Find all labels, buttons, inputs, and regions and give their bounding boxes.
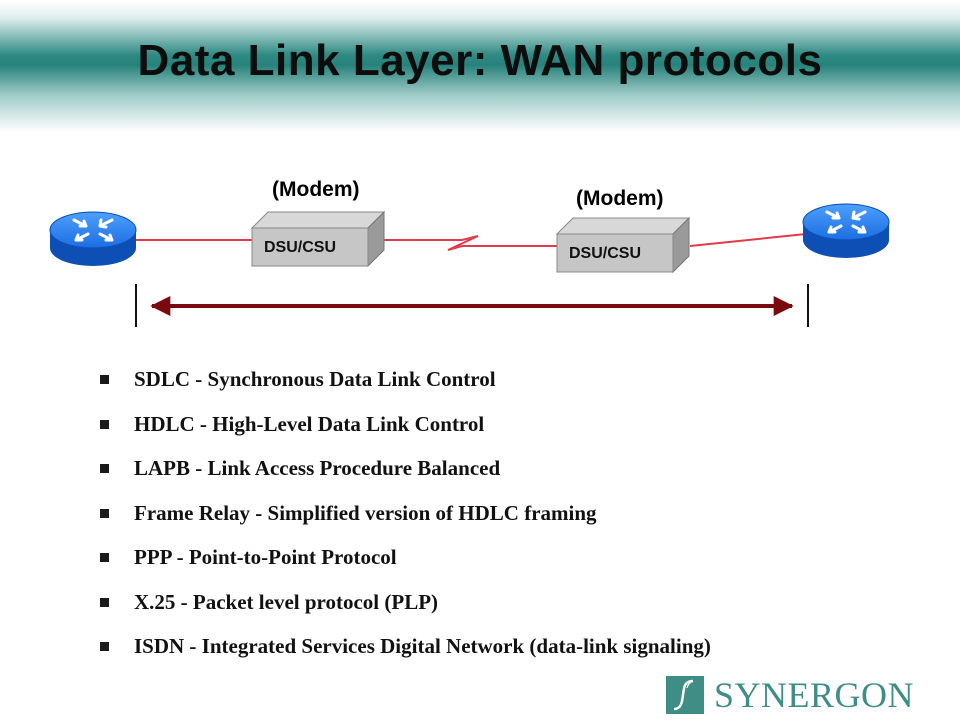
bullet-icon — [100, 597, 109, 607]
bullet-icon — [100, 642, 109, 651]
page-title: Data Link Layer: WAN protocols — [137, 36, 823, 85]
list-item: X.25 - Packet level protocol (PLP) — [100, 587, 920, 632]
header-band — [0, 0, 960, 135]
bullet-icon — [100, 375, 109, 384]
bullet-text: HDLC - High-Level Data Link Control — [134, 411, 485, 436]
device-left-label: DSU/CSU — [264, 239, 336, 256]
list-item: Frame Relay - Simplified version of HDLC… — [100, 498, 920, 543]
list-item: HDLC - High-Level Data Link Control — [100, 409, 920, 454]
bullet-text: Frame Relay - Simplified version of HDLC… — [134, 500, 597, 525]
modem-left-label: (Modem) — [272, 178, 360, 201]
list-item: SDLC - Synchronous Data Link Control — [100, 364, 920, 409]
list-item: ISDN - Integrated Services Digital Netwo… — [100, 631, 920, 676]
wan-diagram: DSU/CSU DSU/CSU — [49, 203, 890, 327]
router-right-icon — [802, 203, 890, 258]
synergon-logo-icon — [666, 676, 704, 714]
dsu-csu-left: DSU/CSU — [250, 210, 386, 268]
bullet-text: ISDN - Integrated Services Digital Netwo… — [134, 634, 711, 658]
modem-right-label: (Modem) — [576, 187, 664, 210]
bullet-icon — [100, 508, 109, 518]
list-item: PPP - Point-to-Point Protocol — [100, 542, 920, 587]
bullet-text: PPP - Point-to-Point Protocol — [134, 545, 397, 569]
router-left-icon — [49, 211, 137, 266]
bullet-icon — [100, 419, 109, 429]
protocol-list: SDLC - Synchronous Data Link Control HDL… — [100, 364, 920, 676]
bullet-text: X.25 - Packet level protocol (PLP) — [134, 589, 439, 614]
synergon-logo: SYNERGON — [666, 674, 948, 715]
list-item: LAPB - Link Access Procedure Balanced — [100, 453, 920, 498]
dsu-csu-right: DSU/CSU — [555, 216, 691, 274]
serial-link — [135, 233, 807, 251]
device-right-label: DSU/CSU — [569, 245, 641, 262]
bullet-text: SDLC - Synchronous Data Link Control — [134, 367, 496, 391]
logo-text: SYNERGON — [714, 675, 915, 715]
bullet-icon — [100, 553, 109, 562]
bullet-icon — [100, 464, 109, 473]
bullet-text: LAPB - Link Access Procedure Balanced — [134, 456, 501, 480]
